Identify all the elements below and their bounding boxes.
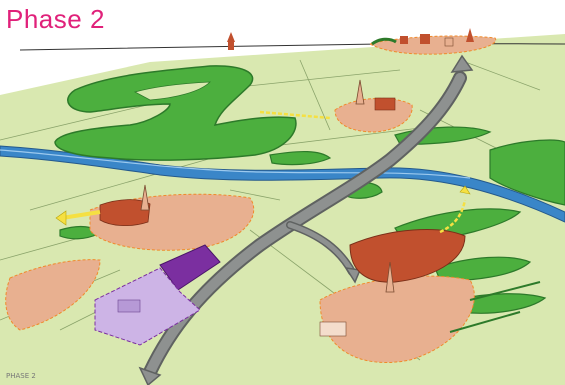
footer-note: PHASE 2 — [6, 372, 36, 380]
tree-belts-east — [449, 281, 541, 333]
page-title: Phase 2 — [6, 4, 105, 34]
road-arrow-south — [138, 366, 162, 385]
road-arrow-north — [450, 54, 474, 73]
woodland-clearing — [133, 81, 212, 101]
woodland-belt — [54, 65, 297, 161]
village-north — [259, 79, 413, 133]
distant-town — [227, 28, 497, 55]
village-west — [5, 184, 255, 346]
lilac-development — [94, 267, 201, 346]
river-highlight — [0, 149, 471, 179]
branch-road-surface — [287, 222, 355, 275]
village-east — [319, 185, 475, 363]
road-arrow-branch — [344, 267, 362, 284]
river — [0, 145, 565, 223]
horizon-line — [19, 43, 565, 51]
